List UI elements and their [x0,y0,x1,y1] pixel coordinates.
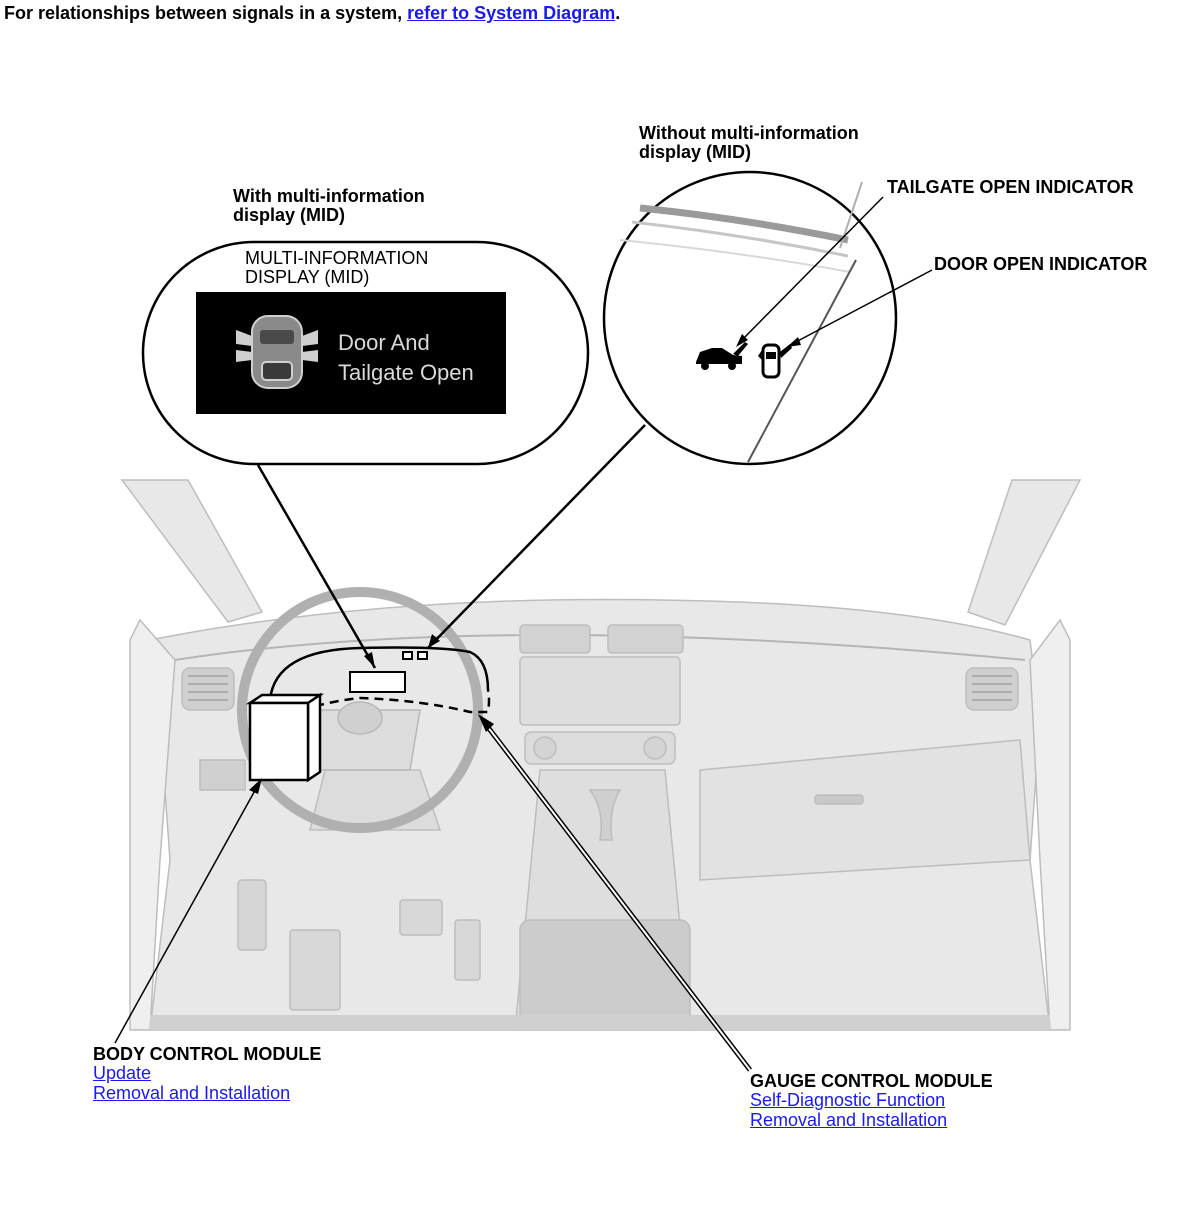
car-top-view-icon [236,315,318,389]
accelerator-pedal [454,919,481,981]
center-screen [519,656,681,726]
gauge-self-diagnostic-link[interactable]: Self-Diagnostic Function [750,1090,946,1110]
body-control-module-label: BODY CONTROL MODULE [93,1044,322,1064]
arrow-to-indicators [428,634,440,648]
intro-suffix: . [615,3,621,23]
without-mid-callout [602,170,898,466]
mid-title-label: MULTI-INFORMATION DISPLAY (MID) [245,249,428,287]
lower-switches [237,879,267,951]
switch-panel [199,759,246,791]
right-a-pillar [967,479,1082,626]
intro-lead: For relationships between signals in a s… [4,3,408,23]
gauge-control-module-links: Self-Diagnostic Function Removal and Ins… [750,1090,948,1130]
gauge-control-module-label: GAUGE CONTROL MODULE [750,1071,993,1091]
shift-lever [588,789,622,841]
leader-lines [256,424,646,669]
climate-knob-right [643,736,667,760]
door-open-icon [758,343,792,379]
left-a-pillar [120,479,264,623]
mid-title-line-2: DISPLAY (MID) [245,267,370,287]
footrest [289,929,341,1011]
door-open-indicator-label: DOOR OPEN INDICATOR [934,254,1148,274]
left-vent [181,667,235,711]
arrow-to-mid [364,652,375,668]
cluster-indicator-2 [417,651,428,660]
body-control-module-box [245,692,325,783]
center-vent-left [519,624,591,654]
cluster-indicator-1 [402,651,413,660]
center-vent-right [607,624,684,654]
mid-title-line-1: MULTI-INFORMATION [245,248,429,268]
with-mid-label: With multi-information display (MID) [233,187,425,225]
glove-box-handle [814,794,864,805]
gauge-pointer-inner [483,721,751,1071]
bcm-update-link[interactable]: Update [93,1063,152,1083]
tailgate-open-indicator-label: TAILGATE OPEN INDICATOR [887,177,1134,197]
climate-panel [524,731,676,765]
harness-dashed [270,689,491,714]
gauge-removal-installation-link[interactable]: Removal and Installation [750,1109,948,1130]
intro-text: For relationships between signals in a s… [4,3,620,24]
climate-knob-left [533,736,557,760]
brake-pedal [399,899,443,936]
tailgate-open-icon [696,342,748,370]
with-mid-label-line-2: display (MID) [233,205,346,225]
bcm-removal-installation-link[interactable]: Removal and Installation [93,1082,291,1103]
door-indicator-pointer [791,269,933,345]
harness-solid [268,646,490,701]
glove-box [699,739,1031,881]
right-vent [965,667,1019,711]
mid-screen-line-1: Door And [338,330,430,355]
tailgate-indicator-pointer [739,196,884,343]
body-control-module-links: Update Removal and Installation [93,1063,291,1103]
dashboard-illustration [120,479,1082,1031]
system-diagram-link[interactable]: refer to System Diagram [407,3,616,23]
steering-wheel-icon [237,587,483,833]
floor-line [150,1015,1050,1030]
without-mid-label-line-2: display (MID) [639,142,752,162]
cluster-mid-outline [349,671,406,693]
armrest [519,919,691,1026]
bcm-pointer [114,784,259,1044]
without-mid-label: Without multi-information display (MID) [639,124,859,162]
with-mid-label-line-1: With multi-information [233,186,425,206]
without-mid-label-line-1: Without multi-information [639,123,859,143]
mid-screen-line-2: Tailgate Open [338,360,474,385]
